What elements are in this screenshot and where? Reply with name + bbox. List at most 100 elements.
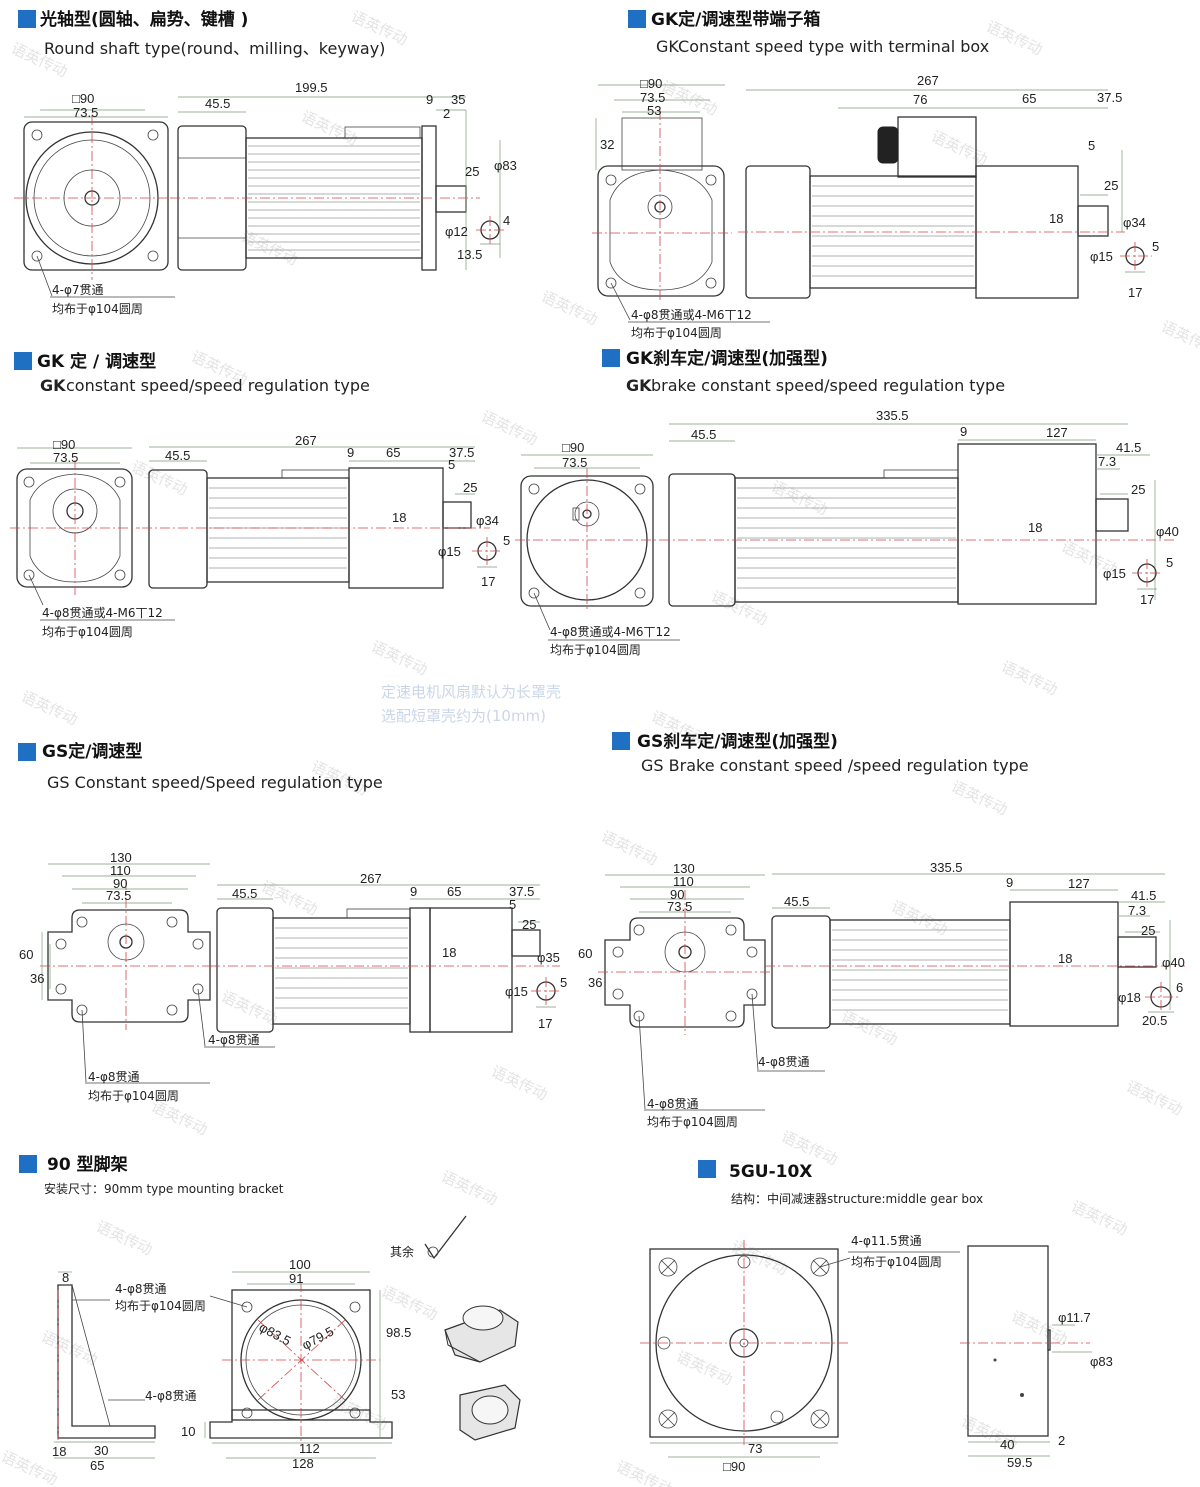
dim-label: φ40 bbox=[1156, 524, 1179, 539]
watermark: 语英传动 bbox=[258, 877, 320, 919]
gearbox-side-view bbox=[960, 1245, 1092, 1457]
watermark: 语英传动 bbox=[238, 227, 300, 269]
section-subtitle: GKConstant speed type with terminal box bbox=[656, 37, 989, 56]
watermark: 语英传动 bbox=[598, 827, 660, 869]
section-marker bbox=[18, 10, 36, 28]
side-view bbox=[660, 423, 1175, 607]
dim-label: □90 bbox=[53, 437, 75, 452]
dim-label: 30 bbox=[94, 1443, 108, 1458]
dim-label: □90 bbox=[72, 91, 94, 106]
dim-label: 40 bbox=[1000, 1437, 1014, 1452]
section-gs-brake: GS刹车定/调速型(加强型) GS Brake constant speed /… bbox=[578, 731, 1185, 1129]
watermark: 语英传动 bbox=[298, 107, 360, 149]
section-title: 光轴型(圆轴、扁势、键槽 ) bbox=[39, 9, 248, 30]
dim-label: φ34 bbox=[1123, 215, 1146, 230]
section-marker bbox=[19, 1155, 37, 1173]
front-view bbox=[592, 84, 770, 323]
section-subtitle: GS Constant speed/Speed regulation type bbox=[47, 773, 383, 792]
watermark: 语英传动 bbox=[673, 1347, 735, 1389]
dim-label: 7.3 bbox=[1128, 903, 1146, 918]
dim-label: 45.5 bbox=[691, 427, 716, 442]
watermark: 语英传动 bbox=[38, 1327, 100, 1369]
dim-label: φ40 bbox=[1162, 955, 1185, 970]
dim-label: 130 bbox=[673, 861, 695, 876]
dim-label: 73.5 bbox=[73, 105, 98, 120]
watermark: 语英传动 bbox=[948, 777, 1010, 819]
dim-label: 5 bbox=[509, 897, 516, 912]
watermark: 语英传动 bbox=[1123, 1077, 1185, 1119]
dim-label: 10 bbox=[181, 1424, 195, 1439]
circle-dim-label: φ79.5 bbox=[299, 1324, 336, 1353]
dim-label: 76 bbox=[913, 92, 927, 107]
section-title: GS刹车定/调速型(加强型) bbox=[637, 731, 838, 752]
dim-label: 335.5 bbox=[930, 860, 963, 875]
dim-label: 60 bbox=[19, 947, 33, 962]
dim-label: □90 bbox=[562, 440, 584, 455]
watermark: 语英传动 bbox=[1068, 1197, 1130, 1239]
section-title: GK定/调速型带端子箱 bbox=[651, 9, 820, 30]
dim-label: 5 bbox=[1088, 138, 1095, 153]
dim-label: 18 bbox=[1058, 951, 1072, 966]
dim-label: φ12 bbox=[445, 224, 468, 239]
dim-label: 45.5 bbox=[232, 886, 257, 901]
dim-label: 110 bbox=[110, 863, 131, 878]
dim-label: φ83 bbox=[494, 158, 517, 173]
dim-label: 53 bbox=[647, 103, 661, 118]
section-title: GK刹车定/调速型(加强型) bbox=[626, 348, 828, 369]
dim-label: 25 bbox=[522, 917, 536, 932]
watermark: 语英传动 bbox=[838, 1007, 900, 1049]
section-subtitle-prefix: GK bbox=[626, 376, 652, 395]
dim-label: 37.5 bbox=[1097, 90, 1122, 105]
dim-label: 65 bbox=[1022, 91, 1036, 106]
dim-label: 45.5 bbox=[205, 96, 230, 111]
dim-label: 32 bbox=[600, 137, 614, 152]
hole-note: 均布于φ104圆周 bbox=[631, 326, 722, 340]
dim-label: 18 bbox=[442, 945, 456, 960]
hole-note: 均布于φ104圆周 bbox=[52, 302, 143, 316]
dim-label: 2 bbox=[443, 106, 450, 121]
dim-label: 25 bbox=[1131, 482, 1145, 497]
watermark: 语英传动 bbox=[488, 1062, 550, 1104]
front-view bbox=[40, 863, 275, 1084]
dim-label: 41.5 bbox=[1131, 888, 1156, 903]
section-gk-brake: GK刹车定/调速型(加强型) GK brake constant speed/s… bbox=[515, 348, 1179, 657]
watermark: 语英传动 bbox=[368, 637, 430, 679]
watermark: 语英传动 bbox=[1158, 317, 1200, 359]
section-marker bbox=[628, 10, 646, 28]
dim-label: 5 bbox=[1152, 239, 1159, 254]
watermark: 语英传动 bbox=[148, 1097, 210, 1139]
section-marker bbox=[602, 349, 620, 367]
dim-label: 17 bbox=[1128, 285, 1142, 300]
dim-label: 73.5 bbox=[667, 899, 692, 914]
section-subtitle: brake constant speed/speed regulation ty… bbox=[651, 376, 1005, 395]
watermark: 语英传动 bbox=[888, 897, 950, 939]
section-subtitle: Round shaft type(round、milling、keyway) bbox=[44, 39, 385, 58]
dim-label: 45.5 bbox=[165, 448, 190, 463]
roughness-symbol bbox=[424, 1215, 467, 1260]
dim-label: φ15 bbox=[1103, 566, 1126, 581]
dim-label: 59.5 bbox=[1007, 1455, 1032, 1470]
hole-note: 4-φ8贯通或4-M6丅12 bbox=[42, 606, 163, 620]
section-gk-terminal-box: GK定/调速型带端子箱 GKConstant speed type with t… bbox=[592, 9, 1159, 340]
section-gk: GK 定 / 调速型 GK constant speed/speed regul… bbox=[10, 351, 510, 639]
dim-label: 25 bbox=[463, 480, 477, 495]
section-title: 90 型脚架 bbox=[47, 1154, 128, 1175]
dim-label: 73.5 bbox=[640, 90, 665, 105]
dim-label: 36 bbox=[588, 975, 602, 990]
dim-label: □90 bbox=[640, 76, 662, 91]
dim-label: 267 bbox=[295, 433, 317, 448]
dim-label: 17 bbox=[1140, 592, 1154, 607]
section-marker bbox=[698, 1160, 716, 1178]
watermark: 语英传动 bbox=[218, 987, 280, 1029]
watermark: 语英传动 bbox=[18, 687, 80, 729]
hole-note: 4-φ8贯通 bbox=[208, 1033, 260, 1047]
section-subtitle: constant speed/speed regulation type bbox=[66, 376, 370, 395]
dim-label: 36 bbox=[30, 971, 44, 986]
dim-label: 2 bbox=[1058, 1433, 1065, 1448]
dim-label: φ15 bbox=[1090, 249, 1113, 264]
dim-label: 45.5 bbox=[784, 894, 809, 909]
dim-label: 5 bbox=[560, 975, 567, 990]
dim-label: 9 bbox=[1006, 875, 1013, 890]
dim-label: 112 bbox=[299, 1441, 320, 1456]
dim-label: 100 bbox=[289, 1257, 311, 1272]
